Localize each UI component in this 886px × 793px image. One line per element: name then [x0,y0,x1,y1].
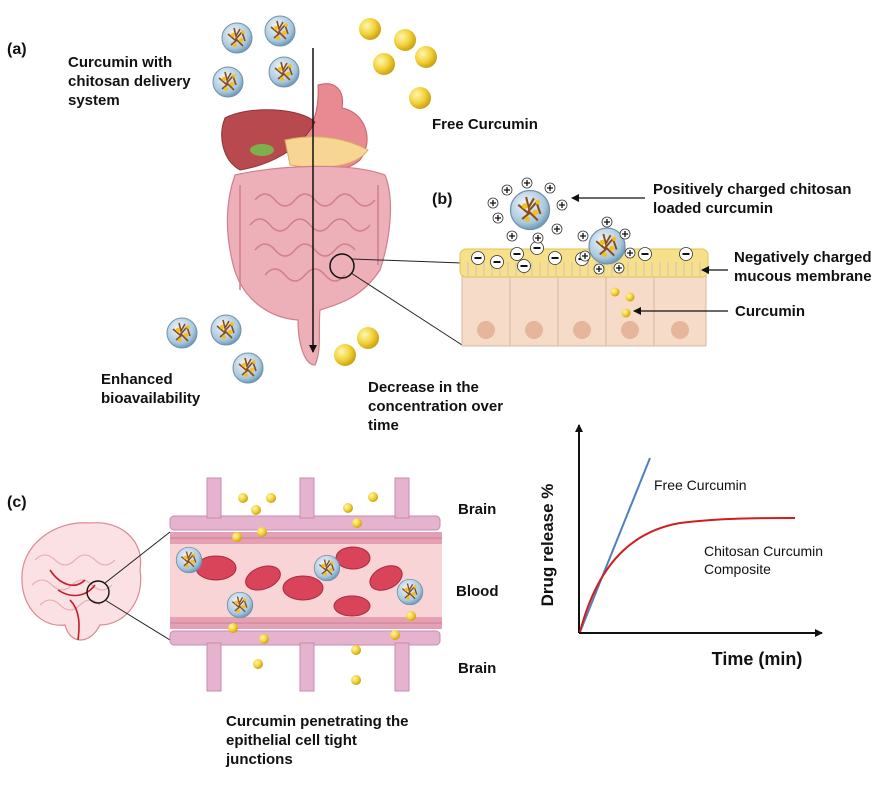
intestines [226,165,392,366]
label-curcumin-penetrating: Curcumin penetrating the epithelial cell… [226,713,409,768]
chitosan-curcumin-nanoparticles-top [212,15,300,98]
label-brain-bottom: Brain [458,660,497,677]
zoom-line-bottom [350,272,463,346]
free-curcumin-spheres-bottom [334,327,379,366]
panel-b-mucous-membrane [459,177,728,347]
cell-borders [509,276,655,346]
label-decrease-concentration: Decrease in the concentration over time [368,379,504,434]
chart-ylabel: Drug release % [538,484,557,607]
label-curcumin: Curcumin [735,303,806,320]
series-line-free-curcumin [579,457,651,633]
label-blood: Blood [456,583,499,600]
zoom-circle-brain [86,580,110,604]
panel-label-a: (a) [7,41,27,58]
label-free-curcumin-top: Free Curcumin [432,116,538,133]
cell-nuclei [477,321,689,339]
label-curcumin-chitosan: Curcumin with chitosan delivery system [68,54,191,109]
panel-label-c: (c) [7,494,27,511]
microvilli [467,262,701,277]
curcumin-in-cell [610,287,635,318]
label-brain-top: Brain [458,501,497,518]
chart-xlabel: Time (min) [712,649,803,669]
positively-charged-nanoparticle [487,177,568,244]
endothelial-junctions [170,537,442,624]
red-blood-cells [195,546,403,617]
brain-illustration [21,522,142,641]
panel-label-b: (b) [432,191,453,208]
zoom-line-top [351,258,463,264]
label-positively-charged: Positively charged chitosan loaded curcu… [653,181,852,217]
free-curcumin-spheres-top [359,18,437,109]
drug-release-chart: Drug release % Time (min) [538,424,823,669]
small-intestine-folds [239,185,379,290]
panel-a-digestive-system [221,48,463,366]
brain-zoom-line-top [104,531,171,584]
label-enhanced-bioavailability: Enhanced bioavailability [101,371,201,407]
brain-tissue-top [169,477,441,531]
label-negatively-charged: Negatively charged mucous membrane [734,249,872,285]
brain-tissue-bottom [169,630,441,692]
curcumin-dots-crossing [228,492,416,685]
legend-chitosan-composite: Chitosan Curcumin Composite [704,543,824,577]
panel-c-blood-brain-barrier [21,477,442,692]
gallbladder [250,144,274,156]
series-line-chitosan-composite [579,517,796,633]
brain-zoom-line-bottom [104,599,171,641]
zoom-circle-intestine [329,253,355,279]
legend-free-curcumin: Free Curcumin [654,477,747,493]
